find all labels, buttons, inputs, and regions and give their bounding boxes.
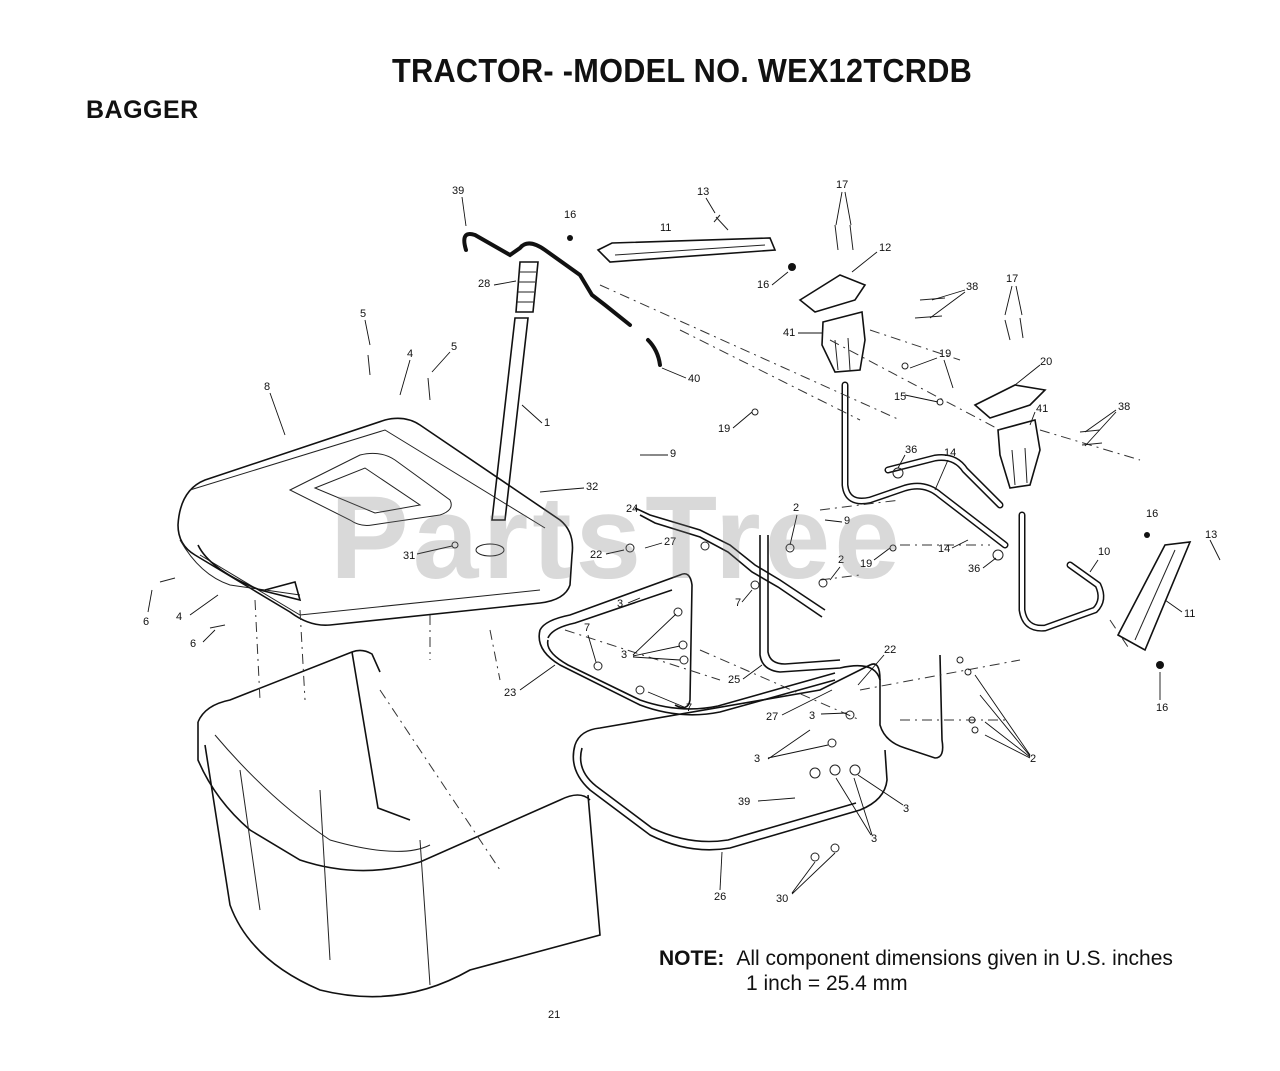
callout-20: 20	[1040, 356, 1052, 368]
callout-27-top: 27	[664, 536, 676, 548]
frame-part-25	[759, 535, 944, 759]
callout-3-lower: 3	[754, 753, 760, 765]
callout-31: 31	[403, 550, 415, 562]
callout-22-left: 22	[590, 549, 602, 561]
callout-10: 10	[1098, 546, 1110, 558]
fastener-hardware	[159, 214, 1164, 862]
bracket-part-41-b	[997, 418, 1041, 489]
handle-rod-part-1	[491, 317, 529, 521]
bent-rod-part-39	[462, 232, 632, 327]
callout-3-bottom: 3	[871, 833, 877, 845]
callout-19-top: 19	[939, 348, 951, 360]
callout-16-top: 16	[564, 209, 576, 221]
callout-39-bottom: 39	[738, 796, 750, 808]
callout-24: 24	[626, 503, 638, 515]
frame-part-26	[572, 663, 888, 851]
callout-17-top: 17	[836, 179, 848, 191]
callout-21: 21	[548, 1009, 560, 1021]
callout-36-mid: 36	[968, 563, 980, 575]
dimension-note: NOTE: All component dimensions given in U…	[659, 946, 1173, 995]
callout-15: 15	[894, 391, 906, 403]
note-line-2: 1 inch = 25.4 mm	[746, 972, 908, 995]
callout-9-top: 9	[670, 448, 676, 460]
callout-16-bottom: 16	[1156, 702, 1168, 714]
callout-14-top: 14	[944, 447, 956, 459]
callout-2-mid: 2	[838, 554, 844, 566]
assembly-lines	[254, 284, 1141, 871]
callout-1: 1	[544, 417, 550, 429]
callout-2-top: 2	[793, 502, 799, 514]
callout-2-right: 2	[1030, 753, 1036, 765]
latch-part-4	[197, 544, 302, 602]
callout-40: 40	[688, 373, 700, 385]
callout-36-top: 36	[905, 444, 917, 456]
callout-6-mid: 6	[190, 638, 196, 650]
frame-part-10	[1018, 511, 1105, 632]
bracket-part-11-top	[596, 237, 777, 263]
callout-4-top: 4	[407, 348, 413, 360]
frame-part-14	[841, 381, 1009, 549]
callout-12: 12	[879, 242, 891, 254]
bracket-part-41-a	[821, 310, 866, 373]
callout-19-mid: 19	[860, 558, 872, 570]
rod-part-24	[634, 507, 826, 611]
callout-32: 32	[586, 481, 598, 493]
callout-38-top: 38	[966, 281, 978, 293]
callout-7-bottom: 7	[686, 702, 692, 714]
callout-7-mid: 7	[735, 597, 741, 609]
callout-17-right: 17	[1006, 273, 1018, 285]
callout-11-top: 11	[660, 222, 671, 234]
callout-3-right: 3	[903, 803, 909, 815]
callout-9-mid: 9	[844, 515, 850, 527]
clip-part-20	[973, 384, 1047, 419]
watermark-text: PartsTree	[330, 472, 904, 604]
callout-38-right: 38	[1118, 401, 1130, 413]
callout-16-right: 16	[1146, 508, 1158, 520]
callout-13-right: 13	[1205, 529, 1217, 541]
clip-part-12	[798, 274, 867, 313]
callout-4-left: 4	[176, 611, 182, 623]
callout-11-right: 11	[1184, 608, 1195, 620]
callout-30: 30	[776, 893, 788, 905]
cover-part-8	[177, 417, 574, 627]
callout-19-left: 19	[718, 423, 730, 435]
rod-end-part-40	[646, 338, 662, 367]
callout-26: 26	[714, 891, 726, 903]
callout-22-right: 22	[884, 644, 896, 656]
callout-13-top: 13	[697, 186, 709, 198]
note-label: NOTE:	[659, 947, 725, 970]
callout-41-top: 41	[783, 327, 795, 339]
callout-23: 23	[504, 687, 516, 699]
callout-14-mid: 14	[938, 543, 950, 555]
page-title: TRACTOR- -MODEL NO. WEX12TCRDB	[392, 52, 973, 89]
callout-5-right: 5	[451, 341, 457, 353]
note-line-1: All component dimensions given in U.S. i…	[736, 947, 1173, 970]
callout-16-mid: 16	[757, 279, 769, 291]
handle-grip-part-28	[515, 261, 539, 313]
bag-part-21	[197, 649, 601, 998]
callout-3-multi: 3	[621, 649, 627, 661]
callouts: 39 13 16 11 17 12 28 16 38 17 41 19 5 5	[143, 179, 1221, 1021]
callout-3-left: 3	[617, 598, 623, 610]
bracket-part-11-right	[1116, 541, 1192, 652]
callout-3-mid: 3	[809, 710, 815, 722]
callout-25: 25	[728, 674, 740, 686]
callout-8: 8	[264, 381, 270, 393]
callout-5-left: 5	[360, 308, 366, 320]
frame-part-23	[538, 572, 836, 716]
callout-7-left: 7	[584, 622, 590, 634]
callout-27-bottom: 27	[766, 711, 778, 723]
callout-28: 28	[478, 278, 490, 290]
callout-39-top: 39	[452, 185, 464, 197]
section-title: BAGGER	[86, 96, 199, 124]
callout-6-left: 6	[143, 616, 149, 628]
callout-41-right: 41	[1036, 403, 1048, 415]
